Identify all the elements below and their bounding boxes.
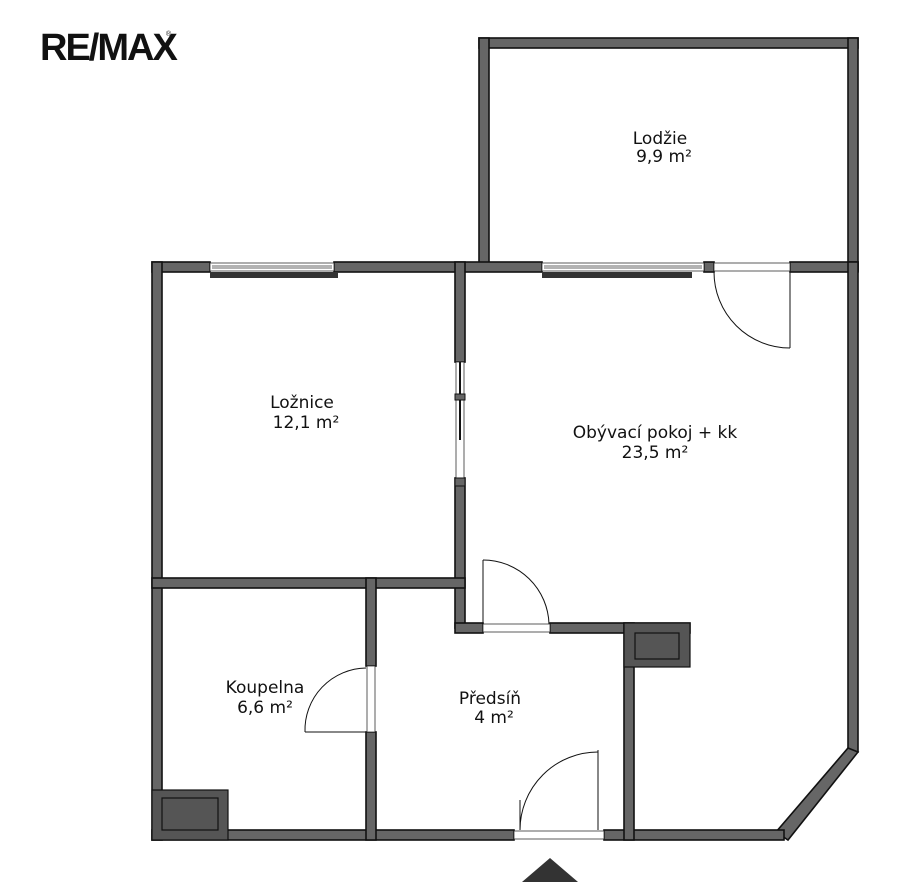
living-room-window-sill [542,272,692,278]
room-label-bathroom: Koupelna 6,6 m² [226,678,305,718]
room-name: Lodžie [633,129,687,149]
room-area: 12,1 m² [273,413,340,433]
room-name: Předsíň [459,689,521,709]
entrance-door [513,750,605,840]
room-area: 23,5 m² [622,443,689,463]
loggia-left-wall [478,37,490,272]
shaft-living-room-inner [634,632,680,660]
loggia-top-wall [478,37,859,49]
top-wall-middle [333,261,543,273]
logo-registered-mark: ® [166,30,172,38]
bedroom-bottom-wall [151,577,466,589]
room-name: Koupelna [226,678,305,698]
room-label-loggia: Lodžie 9,9 m² [633,129,692,167]
bathroom-door [304,665,376,733]
room-name: Obývací pokoj + kk [573,423,738,443]
room-area: 9,9 m² [636,147,692,167]
bathroom-partition-bottom [365,731,377,841]
bedroom-window [209,262,338,278]
bathroom-partition-top [365,577,377,667]
right-outer-wall [847,261,859,753]
bedroom-partition-top [454,261,466,363]
hall-top-wall-left [454,622,484,634]
room-label-bedroom: Ložnice 12,1 m² [270,393,339,433]
top-wall-door-jamb-left [703,261,715,273]
room-label-living-room: Obývací pokoj + kk 23,5 m² [573,423,738,463]
shaft-bathroom-inner [161,797,219,831]
room-label-hall: Předsíň 4 m² [459,689,521,728]
sliding-door-bedroom [454,361,466,487]
diagonal-corner-wall [774,747,860,842]
room-area: 4 m² [474,708,514,728]
entrance-arrow-icon [522,858,578,882]
room-name: Ložnice [270,393,334,413]
logo-text: RE/MAX [40,27,178,69]
loggia-door [713,262,791,349]
remax-logo: RE/MAX ® [40,27,180,69]
bedroom-partition-bottom [454,477,466,629]
walls [151,37,860,842]
left-outer-wall [151,261,163,841]
living-room-window [541,262,705,278]
bedroom-window-sill [210,272,338,278]
hall-to-living-door [482,559,551,633]
room-area: 6,6 m² [237,698,293,718]
loggia-right-wall [847,37,859,272]
